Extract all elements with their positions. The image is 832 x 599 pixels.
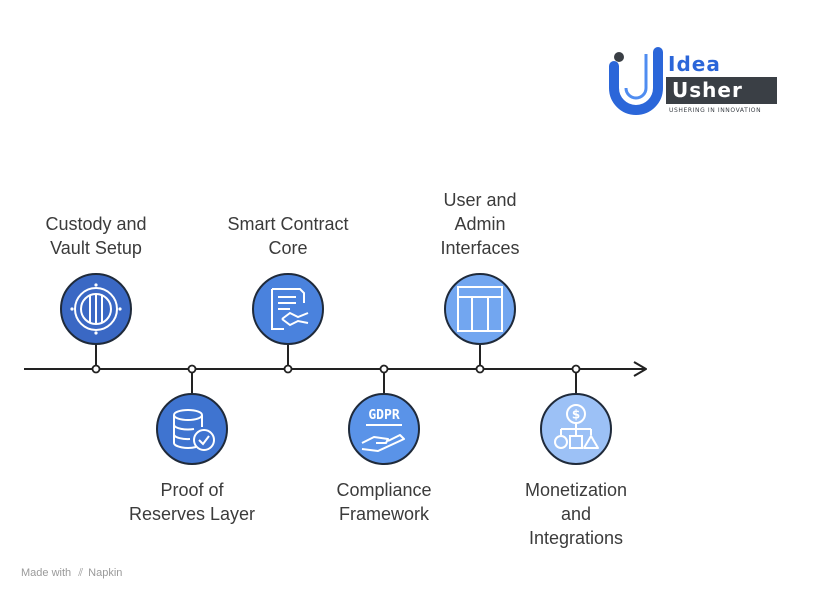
step-label-line: Custody and [45,214,147,234]
timeline-node [283,364,293,374]
footer: Made with ⫽ Napkin [21,567,122,580]
step-label-line: Reserves Layer [128,504,256,524]
database-check-icon [173,409,215,451]
step-circle [348,393,420,465]
step-label-line: Integrations [528,528,624,548]
step-label-line: Interfaces [440,238,520,258]
timeline-step: GDPR [348,364,420,465]
logo-mark-icon [609,47,663,115]
step-label-line: Vault Setup [50,238,142,258]
timeline-step [156,364,228,465]
step-label-line: Compliance [336,480,432,500]
timeline-node [379,364,389,374]
step-label-line: Core [268,238,308,258]
timeline-step [444,273,516,374]
footer-made-with: Made with [21,567,72,579]
step-label-line: and [560,504,592,524]
logo-line-1: Idea [668,52,721,76]
step-circle [444,273,516,345]
timeline-node [475,364,485,374]
timeline-arrowhead [633,361,647,377]
step-label: Proof of Reserves Layer [117,478,267,526]
step-label-line: Framework [338,504,429,524]
gdpr-icon: GDPR [361,408,405,452]
logo-line-2: Usher [666,77,777,104]
napkin-logo-icon: ⫽ [78,567,84,579]
svg-text:GDPR: GDPR [368,408,399,423]
timeline-node [571,364,581,374]
table-layout-icon [457,286,503,332]
timeline-step: $ [540,364,612,465]
footer-brand: Napkin [88,567,123,579]
logo-tagline: USHERING IN INNOVATION [669,107,762,114]
timeline-node [91,364,101,374]
step-label-line: Proof of [160,480,224,500]
step-label-line: Smart Contract [227,214,349,234]
timeline-node [187,364,197,374]
contract-handshake-icon [271,288,309,330]
step-label-line: Admin [454,214,506,234]
step-label-line: User and [443,190,517,210]
dollar-flowchart-icon: $ [554,404,599,449]
vault-icon [70,283,122,335]
step-label-line: Monetization [524,480,628,500]
timeline-step [60,273,132,374]
timeline-step [252,273,324,374]
svg-text:$: $ [572,408,580,422]
